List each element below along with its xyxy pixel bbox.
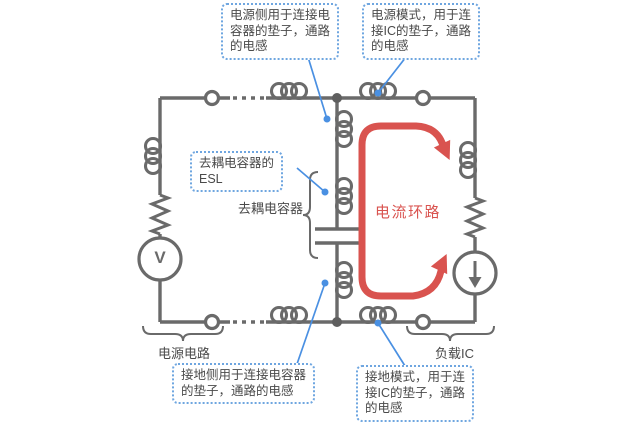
callout-text-line: 的电感 <box>365 401 403 415</box>
load-ic-brace <box>406 325 495 342</box>
load-ic-label: 负载IC <box>435 346 475 361</box>
callout-text-line: 的电感 <box>230 39 268 53</box>
leader-power-side-via <box>307 56 328 120</box>
voltage-source-symbol: V <box>154 248 166 267</box>
source-impedance-resistor <box>147 193 173 236</box>
center-via-inductor-lower <box>334 260 354 300</box>
leader-esl <box>296 167 326 193</box>
leader-ground-pattern <box>377 322 406 367</box>
callout-power-side-via: 电源侧用于连接电 容器的垫子，通路 的电感 <box>221 3 340 60</box>
callout-leaders <box>296 56 407 367</box>
loop-arrowhead-down-icon <box>433 139 451 160</box>
callout-text-line: 接IC的垫子，通路 <box>371 23 472 38</box>
center-via-inductor-upper <box>334 109 354 149</box>
braces <box>142 171 495 342</box>
callout-text-line: 电源侧用于连接电 <box>230 8 331 22</box>
decoupling-capacitor-label: 去耦电容器 <box>238 201 304 216</box>
terminal-bottom-left <box>203 313 221 331</box>
terminals <box>203 89 432 331</box>
callout-text-line: 去耦电容器的 <box>199 156 275 170</box>
callout-capacitor-esl: 去耦电容器的 ESL <box>190 151 284 192</box>
terminal-bottom-right <box>414 313 432 331</box>
callout-power-pattern: 电源模式，用于连 接IC的垫子，通路 的电感 <box>362 3 481 60</box>
junction-top <box>332 93 342 103</box>
callout-ground-side-via: 接地侧用于连接电容器 的垫子，通路的电感 <box>172 363 316 404</box>
leader-ground-side-via <box>296 282 326 365</box>
current-loop <box>358 122 451 300</box>
current-loop-path <box>358 122 448 300</box>
callout-text-line: 接地侧用于连接电容器 <box>181 368 307 382</box>
terminal-top-left <box>203 89 221 107</box>
supply-inductor-left <box>143 136 163 176</box>
callout-text-line: 的垫子，通路的电感 <box>181 383 294 398</box>
leader-power-pattern <box>377 56 407 94</box>
callout-text-line: 的电感 <box>371 39 409 53</box>
decoupling-capacitor-brace <box>302 171 319 259</box>
power-circuit-label: 电源电路 <box>158 346 211 361</box>
current-arrow-down-icon <box>468 277 482 288</box>
inductors <box>143 81 478 325</box>
terminal-top-right <box>414 89 432 107</box>
current-loop-label: 电流环路 <box>375 204 442 221</box>
decoupling-capacitor <box>315 227 359 245</box>
voltage-source <box>137 236 183 282</box>
callout-text-line: 电源模式，用于连 <box>371 8 472 22</box>
loop-arrowhead-up-icon <box>430 254 448 275</box>
junction-bottom <box>332 317 342 327</box>
voltage-source-circle <box>137 236 183 282</box>
callout-ground-pattern: 接地模式，用于连 接IC的垫子，通路 的电感 <box>356 365 475 422</box>
capacitor-esl-inductor <box>334 176 354 216</box>
power-side-via-inductor-top-left <box>269 81 309 101</box>
power-circuit-brace <box>142 325 224 342</box>
callout-text-line: 接IC的垫子，通路 <box>365 385 466 400</box>
callout-text-line: 接地模式，用于连 <box>365 370 466 384</box>
load-resistor <box>462 196 488 239</box>
ground-side-via-inductor-bottom-left <box>269 305 309 325</box>
current-source <box>452 250 498 296</box>
callout-text-line: 容器的垫子，通路 <box>230 23 331 38</box>
ic-inductor-right <box>458 140 478 180</box>
callout-text-line: ESL <box>199 171 223 186</box>
leader-dots <box>321 89 382 327</box>
